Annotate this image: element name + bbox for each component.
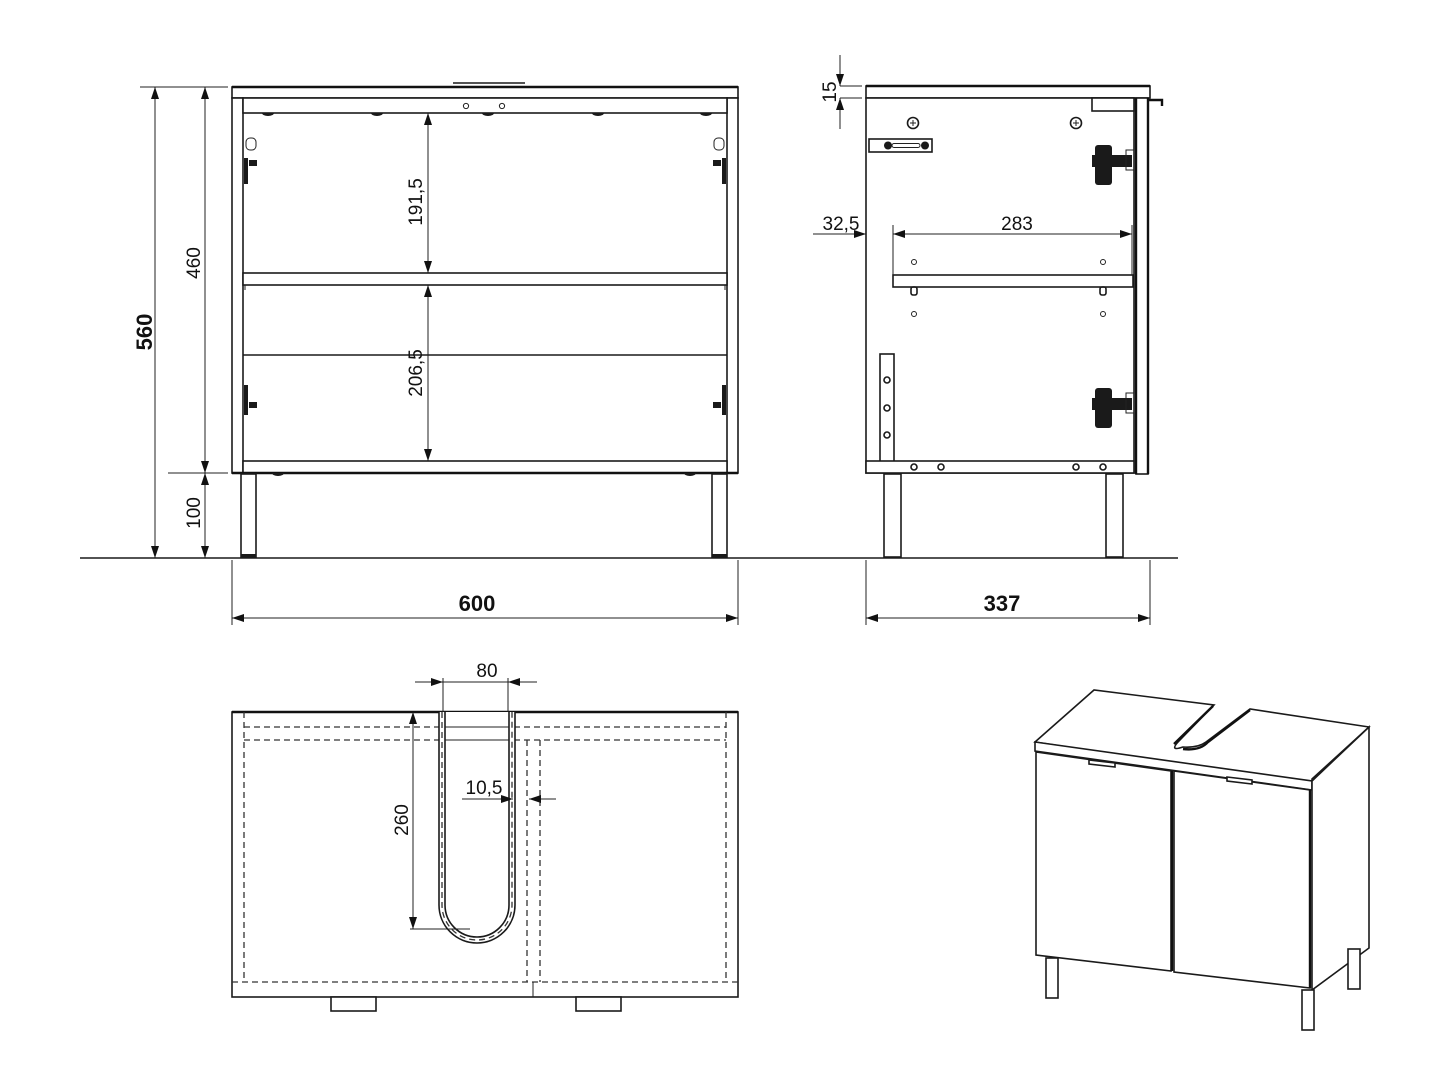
perspective-side <box>1311 725 1370 992</box>
side-countertop <box>865 85 1151 99</box>
front-view: 560 460 100 191,5 206,5 600 <box>80 82 1178 625</box>
dim-depth: 337 <box>984 591 1021 616</box>
perspective-leg <box>1347 948 1361 990</box>
front-shelf <box>242 272 728 286</box>
hinge-icon <box>1092 388 1135 428</box>
wall-bracket <box>868 138 933 153</box>
door-handle-icon <box>1226 776 1253 785</box>
screw-icon <box>906 116 920 130</box>
side-door-edge <box>1135 97 1149 475</box>
side-view: 15 32,5 283 337 <box>813 55 1164 625</box>
front-right-side-panel <box>726 97 739 474</box>
dim-leg-height: 100 <box>184 497 205 529</box>
sink-cutout <box>438 712 516 944</box>
dim-upper-compartment: 191,5 <box>406 178 427 226</box>
hinge-icon <box>244 137 257 415</box>
door-handle-icon <box>1088 759 1116 768</box>
dim-lower-compartment: 206,5 <box>406 349 427 397</box>
side-leg-left <box>883 473 902 558</box>
dim-total-height: 560 <box>132 314 157 351</box>
dim-shelf-depth: 283 <box>1001 214 1033 235</box>
side-bottom-panel <box>865 460 1135 474</box>
perspective-door-left[interactable] <box>1035 751 1172 972</box>
front-leg-left <box>240 473 257 558</box>
top-view: 80 260 10,5 <box>231 661 739 1012</box>
dim-shelf-offset: 32,5 <box>823 214 860 235</box>
front-top-rail <box>242 97 728 114</box>
top-foot-right <box>575 996 622 1012</box>
front-countertop <box>231 86 739 99</box>
top-foot-left <box>330 996 377 1012</box>
screw-icon <box>1069 116 1083 130</box>
dim-width: 600 <box>459 591 496 616</box>
dim-cutout-edge-offset: 10,5 <box>466 778 503 799</box>
front-leg-right <box>711 473 728 558</box>
perspective-view <box>1033 689 1371 1031</box>
dim-top-thickness: 15 <box>820 81 841 102</box>
side-shelf <box>892 274 1134 288</box>
perspective-leg <box>1045 957 1059 999</box>
side-leg-right <box>1105 473 1124 558</box>
perspective-leg <box>1301 989 1315 1031</box>
dim-cutout-width: 80 <box>476 661 497 682</box>
front-bottom-panel <box>242 460 728 474</box>
front-left-side-panel <box>231 97 244 474</box>
back-strip <box>879 353 895 465</box>
dim-body-height: 460 <box>184 247 205 279</box>
hinge-icon <box>713 137 726 415</box>
hinge-icon <box>1092 145 1135 185</box>
dim-cutout-depth: 260 <box>392 804 413 836</box>
perspective-door-right[interactable] <box>1173 770 1311 989</box>
